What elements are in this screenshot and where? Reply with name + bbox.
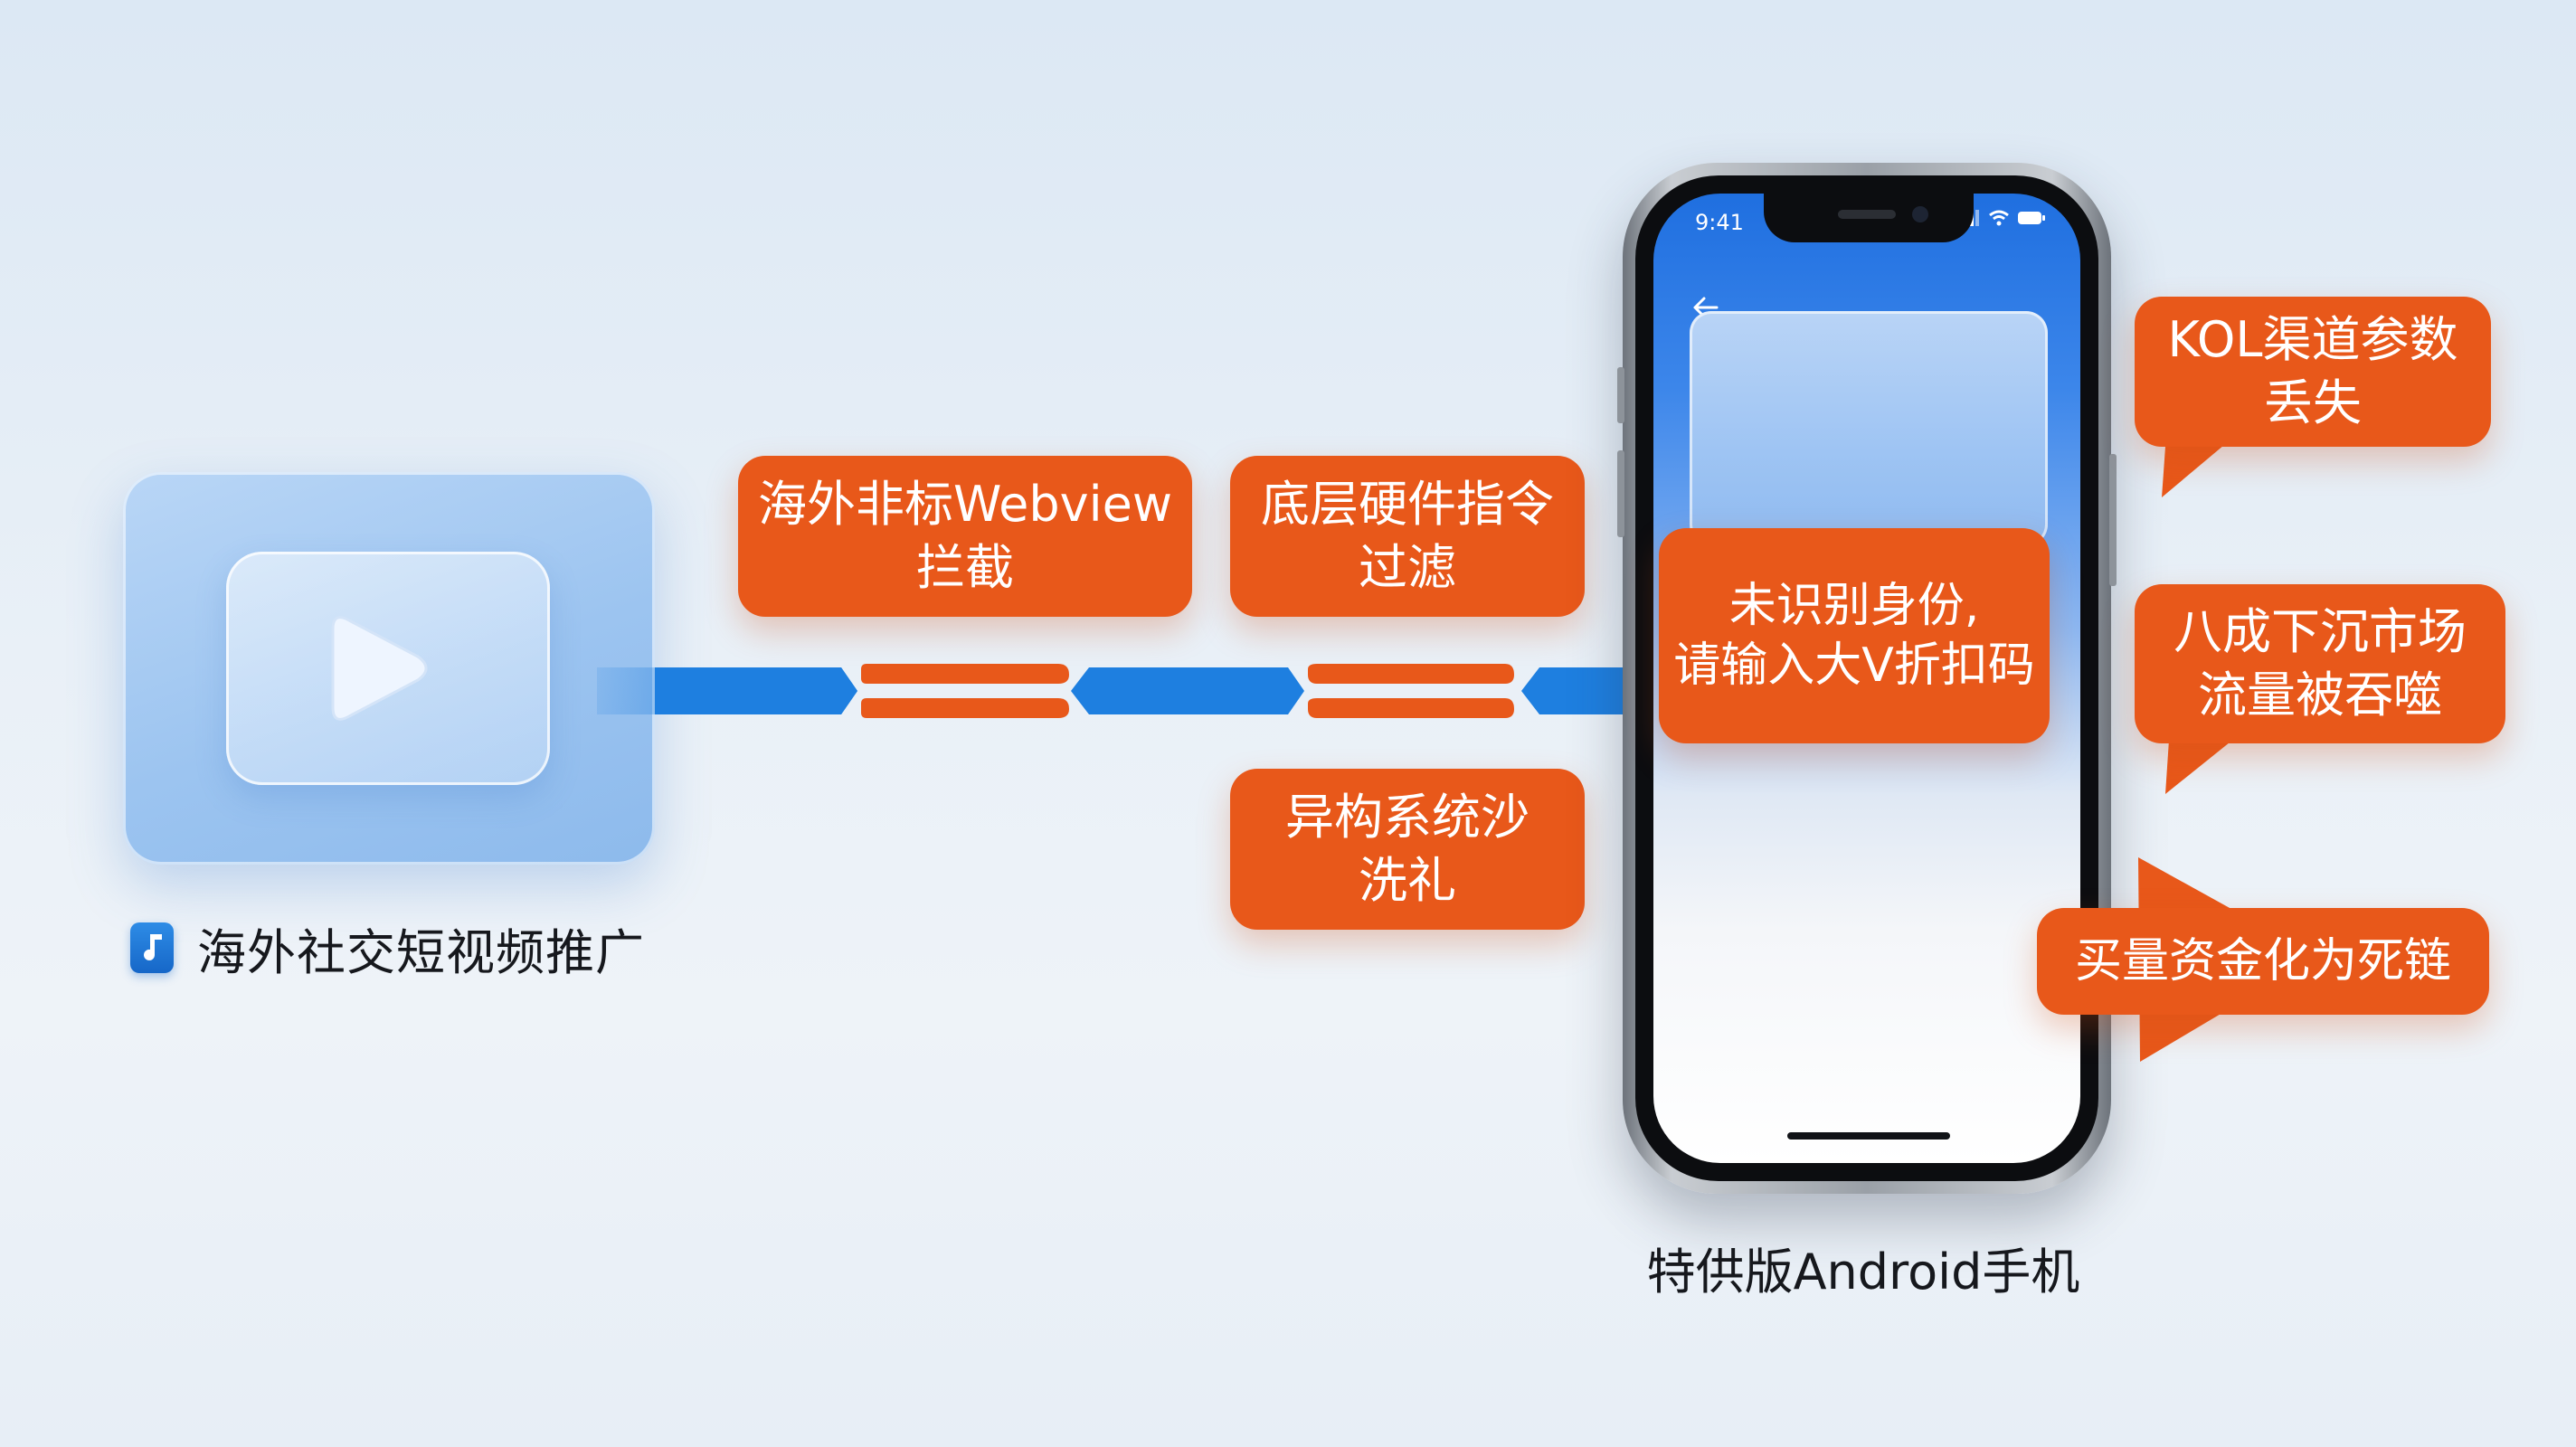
outcome-funds: 买量资金化为死链 [2037, 908, 2489, 1015]
blocker-webview: 海外非标Webview 拦截 [738, 456, 1192, 617]
phone-side-button [1617, 367, 1624, 423]
identity-prompt-line-1: 未识别身份, [1728, 579, 1980, 633]
outcome-kol-line-1: KOL渠道参数 [2167, 311, 2458, 368]
screen-card [1690, 311, 2048, 546]
outcome-traffic: 八成下沉市场 流量被吞噬 [2135, 584, 2505, 743]
front-camera [1912, 206, 1928, 222]
pipe-segment-2 [1071, 667, 1304, 714]
break-2 [1308, 664, 1514, 718]
phone-side-button [1617, 450, 1624, 537]
wifi-icon [1989, 210, 2009, 226]
home-indicator[interactable] [1787, 1132, 1950, 1140]
blocker-hardware-line-1: 底层硬件指令 [1261, 476, 1554, 533]
status-icons [1959, 210, 2046, 226]
outcome-kol-line-2: 丢失 [2264, 374, 2362, 431]
blocker-sandbox-line-2: 洗礼 [1359, 852, 1456, 909]
blocker-webview-line-1: 海外非标Webview [757, 476, 1173, 533]
music-note-icon [130, 922, 174, 973]
phone-notch [1764, 194, 1974, 242]
break-1 [861, 664, 1069, 718]
video-frame [226, 552, 550, 785]
outcome-traffic-line-2: 流量被吞噬 [2198, 667, 2442, 724]
blocker-sandbox-line-1: 异构系统沙 [1285, 789, 1530, 846]
outcome-traffic-line-1: 八成下沉市场 [2174, 603, 2467, 660]
blocker-hardware: 底层硬件指令 过滤 [1230, 456, 1585, 617]
blocker-sandbox: 异构系统沙 洗礼 [1230, 769, 1585, 930]
status-time: 9:41 [1695, 210, 1744, 235]
identity-prompt-line-2: 请输入大V折扣码 [1673, 638, 2035, 693]
source-label-text: 海外社交短视频推广 [197, 923, 645, 981]
phone-side-button [2109, 454, 2117, 586]
play-icon [331, 616, 428, 721]
identity-prompt: 未识别身份, 请输入大V折扣码 [1659, 528, 2050, 743]
battery-icon [2018, 212, 2045, 224]
speaker-grille [1838, 210, 1896, 219]
phone-label: 特供版Android手机 [1646, 1244, 2080, 1300]
video-tile [123, 472, 655, 865]
pipe-segment-3 [1521, 667, 1646, 714]
outcome-kol: KOL渠道参数 丢失 [2135, 297, 2491, 447]
blocker-webview-line-2: 拦截 [916, 539, 1014, 596]
outcome-funds-line-1: 买量资金化为死链 [2074, 934, 2451, 988]
blocker-hardware-line-2: 过滤 [1359, 539, 1456, 596]
source-label: 海外社交短视频推广 [130, 915, 645, 981]
